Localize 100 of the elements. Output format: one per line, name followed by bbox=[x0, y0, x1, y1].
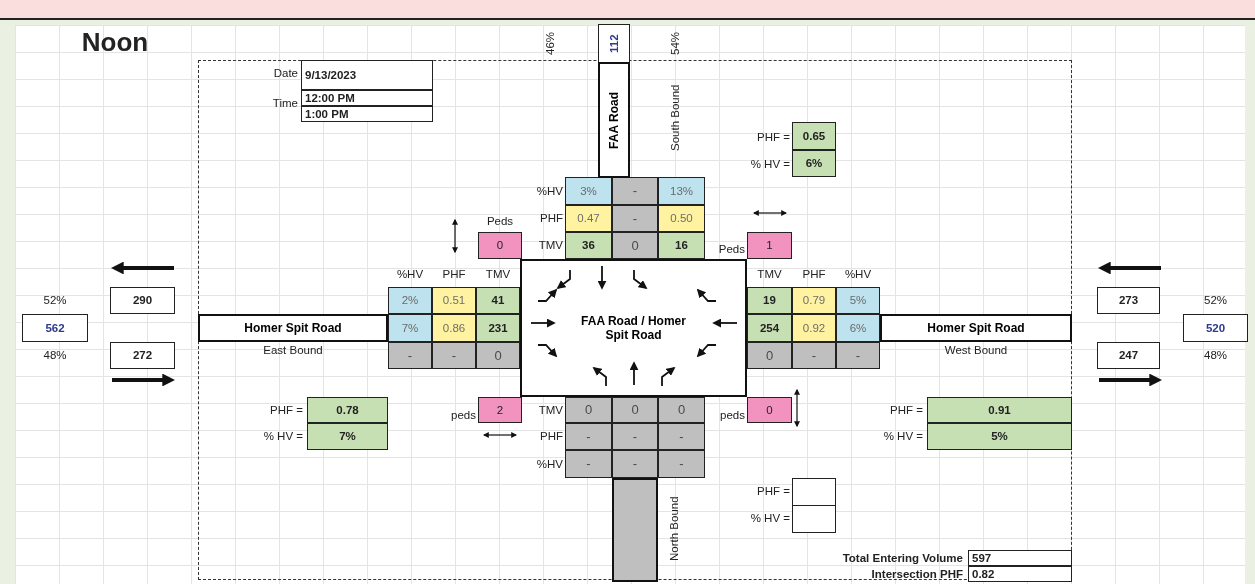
direction-label: East Bound bbox=[262, 343, 324, 359]
field-label: PHF = bbox=[889, 402, 924, 418]
data-value: - bbox=[792, 342, 836, 369]
direction-label: North Bound bbox=[666, 495, 681, 564]
data-value: 0 bbox=[658, 397, 705, 423]
data-value: - bbox=[612, 205, 658, 232]
data-value: - bbox=[658, 450, 705, 478]
field-label: TMV bbox=[756, 267, 783, 283]
data-value: 5% bbox=[836, 287, 880, 314]
value-field: 1:00 PM bbox=[301, 106, 433, 122]
data-value: 0.92 bbox=[792, 314, 836, 342]
data-value: 0.47 bbox=[565, 205, 612, 232]
direction-label: South Bound bbox=[667, 83, 682, 154]
total-volume-field: 520 bbox=[1183, 314, 1248, 342]
value-field: 9/13/2023 bbox=[301, 60, 433, 90]
field-label: 52% bbox=[42, 293, 68, 309]
road-name: Homer Spit Road bbox=[927, 321, 1025, 335]
peds-count: 1 bbox=[747, 232, 792, 259]
peds-count: 0 bbox=[478, 232, 522, 259]
field-label: Peds bbox=[485, 213, 515, 229]
field-label: %HV bbox=[843, 267, 873, 283]
field-label: TMV bbox=[484, 267, 512, 283]
data-value: 0.65 bbox=[792, 122, 836, 150]
data-value: 13% bbox=[658, 177, 705, 205]
field-label: %HV bbox=[395, 267, 425, 283]
data-value: 36 bbox=[565, 232, 612, 259]
field-label: PHF bbox=[539, 211, 564, 227]
total-volume-field: 112 bbox=[598, 24, 630, 63]
data-value: 0.79 bbox=[792, 287, 836, 314]
percent-label: 46% bbox=[542, 30, 557, 57]
field-label: TMV bbox=[537, 402, 564, 418]
data-value: 254 bbox=[747, 314, 792, 342]
field-label: Time bbox=[271, 95, 299, 111]
value-field: 0.82 bbox=[968, 566, 1072, 582]
field-label: %HV bbox=[535, 456, 564, 472]
data-value: - bbox=[565, 423, 612, 450]
road-name: Homer Spit Road bbox=[244, 321, 342, 335]
data-value: 7% bbox=[388, 314, 432, 342]
field-label: 48% bbox=[42, 348, 68, 364]
data-value: 231 bbox=[476, 314, 520, 342]
value-field: 272 bbox=[110, 342, 175, 369]
data-value: - bbox=[836, 342, 880, 369]
data-value: 19 bbox=[747, 287, 792, 314]
field-label: PHF = bbox=[269, 402, 304, 418]
field-label: % HV = bbox=[262, 429, 304, 445]
field-label: %HV bbox=[535, 183, 564, 199]
data-value: 2% bbox=[388, 287, 432, 314]
data-value: 0.86 bbox=[432, 314, 476, 342]
road-band bbox=[880, 314, 1072, 342]
data-value: 0.91 bbox=[927, 397, 1072, 423]
data-value: 0.51 bbox=[432, 287, 476, 314]
field-label: PHF bbox=[441, 267, 467, 283]
data-value: 0 bbox=[565, 397, 612, 423]
field-label: PHF bbox=[539, 429, 564, 445]
field-label: PHF = bbox=[756, 129, 791, 145]
percent-label: 54% bbox=[667, 30, 682, 57]
field-label: % HV = bbox=[882, 429, 924, 445]
data-value: - bbox=[565, 450, 612, 478]
data-value: - bbox=[658, 423, 705, 450]
direction-label: West Bound bbox=[943, 343, 1009, 359]
value-field: 247 bbox=[1097, 342, 1160, 369]
data-value: 7% bbox=[307, 423, 388, 450]
field-label: % HV = bbox=[749, 156, 791, 172]
road-band bbox=[598, 62, 630, 178]
data-value: 3% bbox=[565, 177, 612, 205]
field-label: PHF bbox=[801, 267, 827, 283]
field-label: % HV = bbox=[749, 511, 791, 527]
value-field: 290 bbox=[110, 287, 175, 314]
peds-count: 0 bbox=[747, 397, 792, 423]
field-label: TMV bbox=[537, 238, 564, 254]
data-value: - bbox=[432, 342, 476, 369]
page-title: Noon bbox=[80, 27, 150, 59]
data-value: 6% bbox=[792, 150, 836, 177]
road-name: FAA Road bbox=[607, 91, 621, 149]
road-band bbox=[198, 314, 388, 342]
data-value: 0 bbox=[476, 342, 520, 369]
data-value: 0 bbox=[747, 342, 792, 369]
value-field: 273 bbox=[1097, 287, 1160, 314]
value-field: 597 bbox=[968, 550, 1072, 566]
data-value: - bbox=[612, 177, 658, 205]
field-label: peds bbox=[719, 407, 746, 423]
summary-label: Intersection PHF bbox=[870, 566, 964, 582]
data-value: 16 bbox=[658, 232, 705, 259]
data-value: 0.50 bbox=[658, 205, 705, 232]
road-band bbox=[612, 478, 658, 582]
data-value: - bbox=[612, 423, 658, 450]
field-label: peds bbox=[450, 407, 477, 423]
data-value: - bbox=[612, 450, 658, 478]
data-value: 0 bbox=[612, 397, 658, 423]
data-value: 6% bbox=[836, 314, 880, 342]
total-volume-field: 562 bbox=[22, 314, 88, 342]
data-value: 41 bbox=[476, 287, 520, 314]
summary-label: Total Entering Volume bbox=[841, 550, 964, 566]
intersection-box bbox=[520, 259, 747, 397]
field-label: 48% bbox=[1203, 348, 1228, 364]
data-value: 0 bbox=[612, 232, 658, 259]
field-label: Peds bbox=[717, 242, 746, 258]
road-name: FAA Road / Homer Spit Road bbox=[580, 314, 687, 342]
data-value: 5% bbox=[927, 423, 1072, 450]
field-label: PHF = bbox=[756, 484, 791, 500]
